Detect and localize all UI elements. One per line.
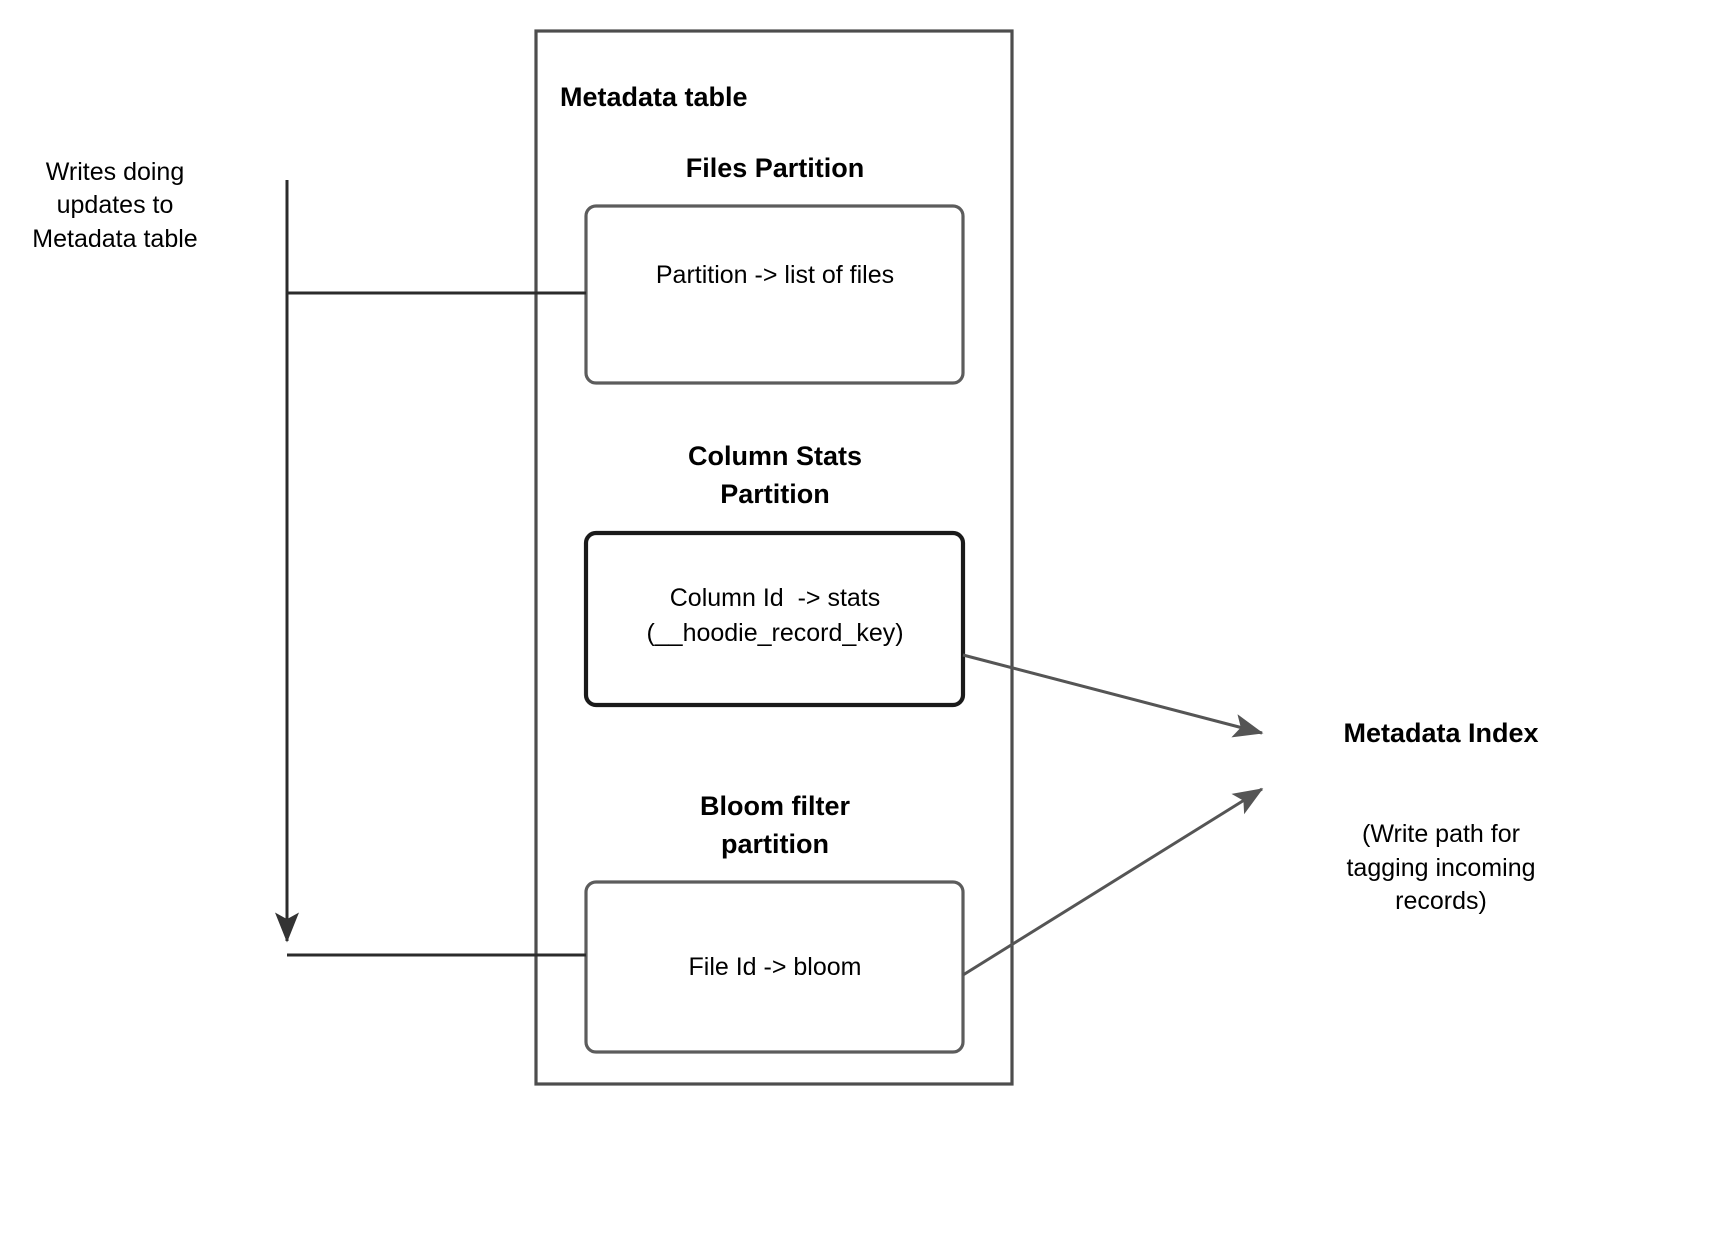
metadata-index-note: (Write path for tagging incoming records… <box>1346 820 1536 915</box>
metadata-index-title: Metadata Index <box>1343 718 1539 748</box>
column-stats-partition-heading: Column Stats Partition <box>687 441 862 510</box>
files-partition-heading: Files Partition <box>685 153 865 183</box>
bloom-filter-partition-box <box>584 880 965 1054</box>
files-partition-box-text: Partition -> list of files <box>655 261 895 289</box>
column-stats-partition-box <box>583 530 966 708</box>
column-stats-to-index-arrow <box>962 653 1264 738</box>
bloom-filter-partition-box-text: File Id -> bloom <box>688 953 862 981</box>
bloom-filter-partition-heading: Bloom filter partition <box>699 791 850 860</box>
metadata-table-title: Metadata table <box>560 82 748 112</box>
files-partition-box <box>584 204 965 385</box>
writes-updates-label: Writes doing updates to Metadata table <box>32 158 198 253</box>
column-stats-partition-box-text: Column Id -> stats (__hoodie_record_key) <box>646 584 904 647</box>
metadata-table-container <box>534 29 1014 1086</box>
bloom-to-index-arrow <box>962 787 1264 977</box>
